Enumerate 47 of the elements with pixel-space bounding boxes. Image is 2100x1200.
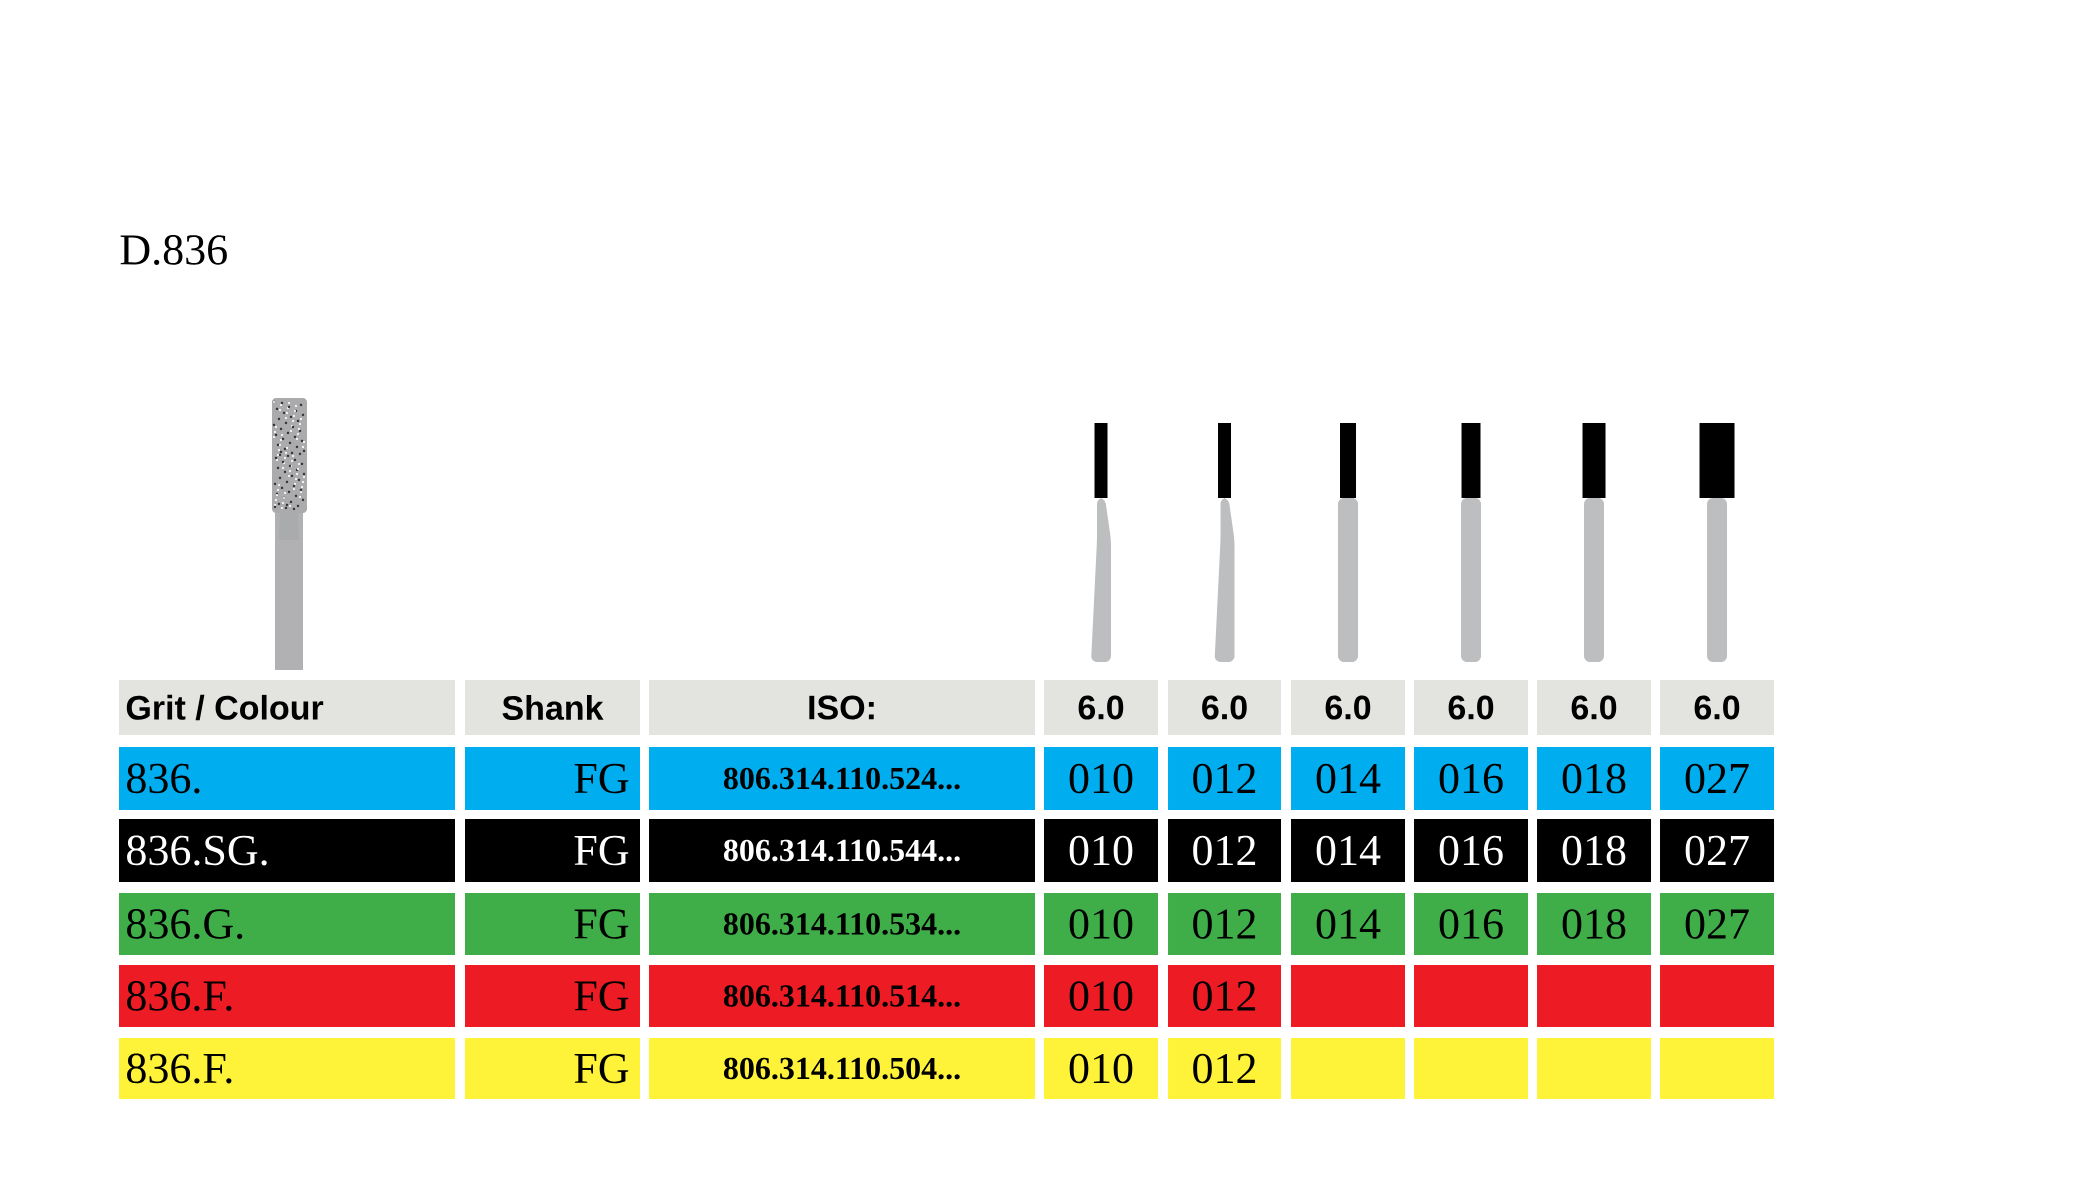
table-cell: 018 bbox=[1537, 819, 1651, 882]
table-cell: FG bbox=[465, 1038, 640, 1099]
table-cell: 6.0 bbox=[1537, 680, 1651, 735]
table-cell: FG bbox=[465, 893, 640, 955]
table-cell: Shank bbox=[465, 680, 640, 735]
table-cell: 6.0 bbox=[1291, 680, 1405, 735]
table-cell: 016 bbox=[1414, 819, 1528, 882]
table-cell: 027 bbox=[1660, 893, 1774, 955]
title: D.836 bbox=[120, 235, 227, 265]
table-cell: 836.G. bbox=[119, 893, 455, 955]
table-cell: 010 bbox=[1044, 1038, 1158, 1099]
table-cell: 806.314.110.544... bbox=[649, 819, 1035, 882]
table-cell: 836.F. bbox=[119, 965, 455, 1027]
table-cell: FG bbox=[465, 965, 640, 1027]
table-cell: ISO: bbox=[649, 680, 1035, 735]
table-cell: 806.314.110.524... bbox=[649, 747, 1035, 810]
table-cell: 6.0 bbox=[1044, 680, 1158, 735]
table-cell: 016 bbox=[1414, 747, 1528, 810]
table-cell: 6.0 bbox=[1414, 680, 1528, 735]
table-cell: 806.314.110.534... bbox=[649, 893, 1035, 955]
table-cell: 010 bbox=[1044, 965, 1158, 1027]
table-cell: FG bbox=[465, 747, 640, 810]
table-cell: 010 bbox=[1044, 893, 1158, 955]
table-cell: 836. bbox=[119, 747, 455, 810]
table-cell: 806.314.110.504... bbox=[649, 1038, 1035, 1099]
table-cell: 018 bbox=[1537, 747, 1651, 810]
table-cell: 012 bbox=[1168, 1038, 1281, 1099]
table-cell: 836.F. bbox=[119, 1038, 455, 1099]
table-cell: 6.0 bbox=[1660, 680, 1774, 735]
table-cell: 012 bbox=[1168, 893, 1281, 955]
table-cell: 018 bbox=[1537, 893, 1651, 955]
table-cell: Grit / Colour bbox=[119, 680, 455, 735]
table-cell: 027 bbox=[1660, 819, 1774, 882]
table-cell: 012 bbox=[1168, 819, 1281, 882]
table-cell: 012 bbox=[1168, 747, 1281, 810]
table-cell: 836.SG. bbox=[119, 819, 455, 882]
table-cell: 016 bbox=[1414, 893, 1528, 955]
table-cell: FG bbox=[465, 819, 640, 882]
table-cell: 014 bbox=[1291, 893, 1405, 955]
table-cell: 012 bbox=[1168, 965, 1281, 1027]
table-cell: 027 bbox=[1660, 747, 1774, 810]
table-cell: 806.314.110.514... bbox=[649, 965, 1035, 1027]
table-cell: 010 bbox=[1044, 819, 1158, 882]
table-cell: 6.0 bbox=[1168, 680, 1281, 735]
table-cell: 010 bbox=[1044, 747, 1158, 810]
table-cell: 014 bbox=[1291, 747, 1405, 810]
table-cell: 014 bbox=[1291, 819, 1405, 882]
